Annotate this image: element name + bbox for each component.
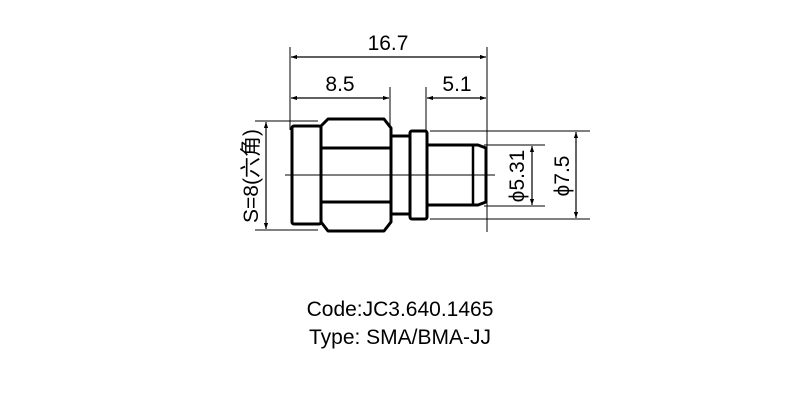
hex-length-label: 8.5: [325, 73, 354, 96]
extension-lines: [255, 47, 590, 232]
code-label: Code:JC3.640.1465: [306, 298, 494, 321]
inner-diameter-label: ϕ5.31: [506, 150, 529, 203]
dimension-lines: [263, 54, 579, 229]
connector-body: [290, 117, 488, 233]
type-label: Type: SMA/BMA-JJ: [308, 326, 492, 349]
outer-diameter-label: ϕ7.5: [551, 156, 574, 197]
overall-length-label: 16.7: [368, 32, 409, 55]
hex-size-label: S=8(六角): [240, 129, 263, 223]
tail-length-label: 5.1: [442, 73, 471, 96]
caption-block: Code:JC3.640.1465 Type: SMA/BMA-JJ: [0, 296, 800, 352]
